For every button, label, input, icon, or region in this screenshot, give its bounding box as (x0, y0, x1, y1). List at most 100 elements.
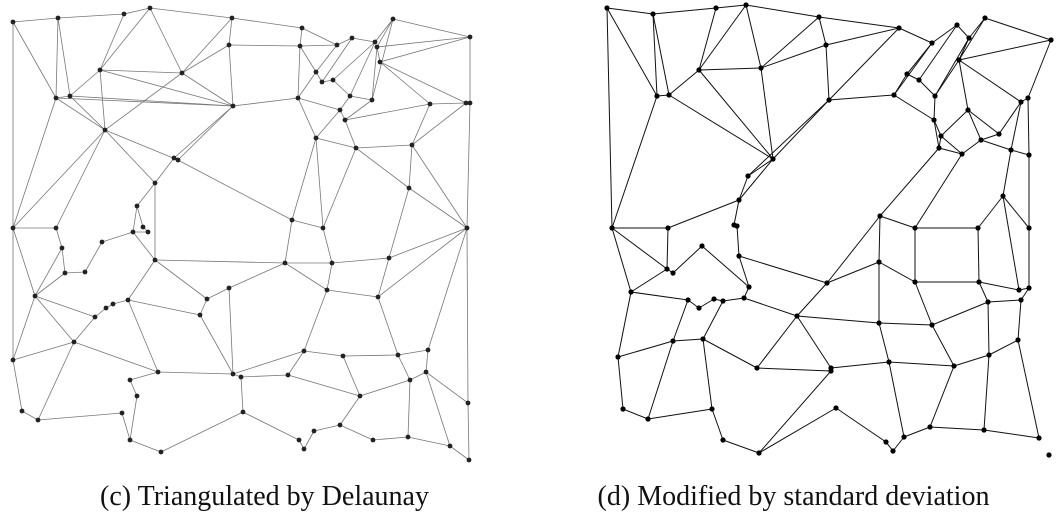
mesh-edge (977, 195, 1004, 229)
mesh-node (282, 260, 288, 266)
mesh-edge (933, 119, 940, 149)
mesh-edge (987, 301, 990, 356)
mesh-node (1008, 147, 1014, 153)
mesh-node (896, 25, 902, 31)
mesh-edge (958, 59, 969, 111)
mesh-edge (121, 412, 131, 441)
mesh-node (696, 305, 702, 311)
mesh-edge (388, 227, 468, 259)
mesh-edge (55, 227, 63, 249)
mesh-edge (738, 158, 774, 201)
mesh-node (981, 427, 987, 433)
mesh-node (645, 416, 651, 422)
mesh-edge (888, 361, 905, 438)
mesh-node (609, 225, 615, 231)
mesh-edge (407, 379, 411, 438)
mesh-edge (878, 261, 916, 283)
mesh-edge (914, 153, 963, 229)
mesh-node (709, 406, 715, 412)
mesh-node (155, 369, 161, 375)
mesh-edge (315, 109, 341, 139)
caption-delaunay: (c) Triangulated by Delaunay (100, 481, 429, 512)
mesh-edge (711, 408, 724, 441)
mesh-edge (303, 289, 328, 352)
mesh-edge (617, 340, 674, 358)
mesh-node (324, 287, 330, 293)
mesh-edge (940, 135, 963, 155)
mesh-edge (299, 44, 338, 47)
mesh-node (1015, 337, 1021, 343)
mesh-node (466, 457, 472, 463)
mesh-node (197, 312, 203, 318)
mesh-edge (1002, 195, 1030, 229)
mesh-edge (606, 7, 658, 97)
mesh-edge (379, 61, 467, 104)
mesh-node (1046, 452, 1052, 458)
mesh-node (230, 103, 236, 109)
mesh-node (770, 156, 776, 162)
mesh-edge (980, 133, 1000, 141)
mesh-edge (408, 187, 468, 229)
mesh-node (936, 145, 942, 151)
mesh-edge (160, 411, 244, 453)
mesh-edge (702, 338, 713, 410)
mesh-edges (606, 4, 1052, 454)
mesh-edge (984, 17, 1052, 41)
mesh-edge (12, 359, 23, 412)
mesh-edge (466, 102, 471, 229)
mesh-node (340, 353, 346, 359)
mesh-edge (99, 69, 106, 131)
mesh-edge (181, 72, 234, 107)
mesh-edge (745, 4, 820, 18)
mesh-edge (983, 429, 1040, 439)
mesh-node (357, 393, 363, 399)
mesh-edge (149, 7, 183, 74)
mesh-node (1025, 95, 1031, 101)
mesh-node (883, 439, 889, 445)
mesh-edge (878, 215, 881, 263)
mesh-edge (232, 97, 299, 107)
mesh-node (301, 348, 307, 354)
mesh-node (1026, 225, 1032, 231)
mesh-edge (956, 24, 970, 39)
mesh-edge (297, 97, 341, 111)
mesh-edge (427, 227, 468, 351)
mesh-node (92, 314, 98, 320)
mesh-edge (1017, 299, 1022, 341)
mesh-edge (12, 17, 59, 23)
mesh-edge (898, 27, 933, 44)
mesh-edge (796, 282, 828, 317)
mesh-edge (73, 341, 159, 373)
mesh-edge (411, 144, 468, 229)
mesh-node (713, 5, 719, 11)
mesh-node (833, 405, 839, 411)
mesh-node (1018, 99, 1024, 105)
mesh-edge (1010, 149, 1030, 156)
mesh-edge (760, 16, 820, 69)
mesh-edge (34, 295, 96, 318)
mesh-node (886, 359, 892, 365)
mesh-edge (149, 7, 233, 19)
mesh-edge (630, 291, 689, 301)
mesh-edge (315, 137, 324, 229)
mesh-edge (339, 424, 374, 441)
mesh-node (665, 225, 671, 231)
mesh-edge (929, 426, 985, 431)
mesh-edge (371, 18, 394, 101)
mesh-edge (284, 262, 328, 291)
mesh-node (736, 197, 742, 203)
mesh-edge (760, 67, 774, 160)
mesh-edge (652, 13, 658, 97)
mesh-node (996, 131, 1002, 137)
mesh-edge (888, 361, 955, 367)
mesh-edge (99, 69, 183, 74)
mesh-edge (738, 255, 750, 288)
mesh-node (927, 424, 933, 430)
mesh-edge (967, 109, 982, 141)
mesh-edge (736, 225, 740, 257)
mesh-node (929, 322, 935, 328)
mesh-node (372, 39, 378, 45)
mesh-edge (425, 371, 451, 447)
mesh-edge (652, 13, 670, 96)
mesh-edge (55, 129, 106, 229)
